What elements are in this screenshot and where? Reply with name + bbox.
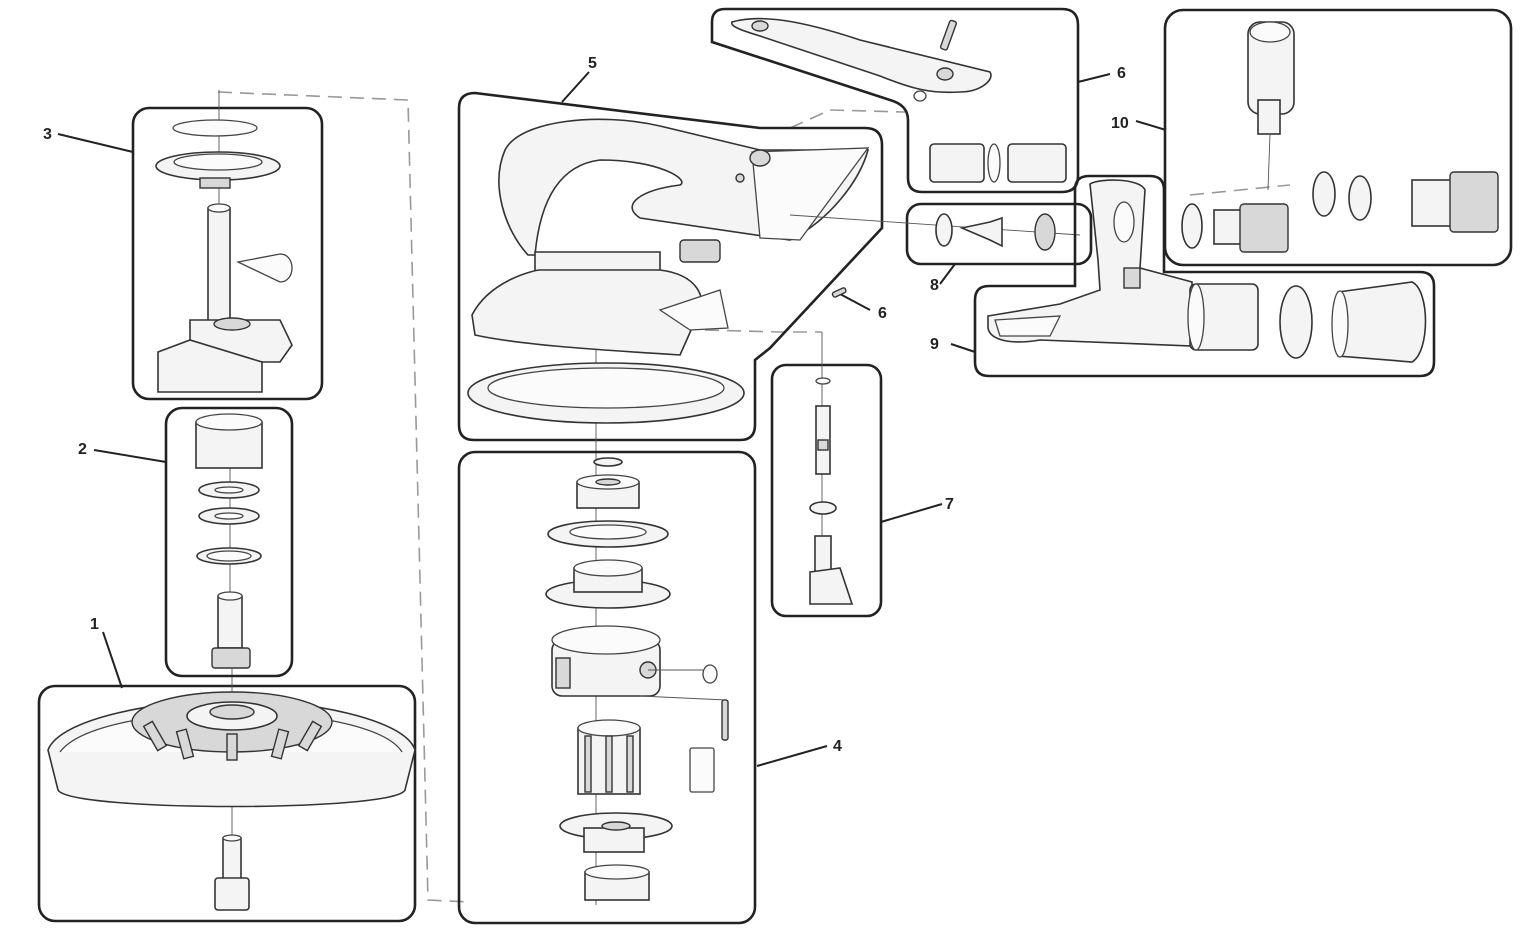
lever-pin-part xyxy=(939,19,958,51)
cylinder-part xyxy=(551,625,661,697)
counterweight-part xyxy=(157,317,293,393)
group-7-regulator-assembly xyxy=(770,332,883,618)
callout-7: 7 xyxy=(945,496,954,513)
o-ring-part xyxy=(172,119,258,137)
valve-spring-part xyxy=(1034,213,1056,251)
group-5-frame xyxy=(457,91,884,442)
group-5-housing xyxy=(457,91,884,905)
callout-5: 5 xyxy=(588,55,597,72)
group-7-frame xyxy=(770,363,883,618)
group-9-handle-assembly xyxy=(973,174,1436,378)
regulator-seal-part xyxy=(809,501,837,515)
swivel-part xyxy=(1247,21,1295,135)
group-2-frame xyxy=(164,406,294,678)
group-8-frame xyxy=(905,202,1093,266)
handle-body-part xyxy=(987,179,1193,347)
valve-pin-part xyxy=(831,287,847,298)
snap-ring-part xyxy=(593,457,623,467)
regulator-spindle-part xyxy=(815,405,831,475)
callout-6-lower: 6 xyxy=(878,305,887,322)
group-8-valve-assembly xyxy=(789,202,1093,266)
group-6-frame xyxy=(710,7,1080,194)
inlet-seal-2-part xyxy=(1348,175,1372,221)
group-10-frame xyxy=(1163,8,1513,267)
group-3-spindle-assembly xyxy=(131,90,324,401)
leader-lines xyxy=(57,71,1167,767)
rotor-part xyxy=(577,719,641,795)
callout-8: 8 xyxy=(930,277,939,294)
valve-seat-part xyxy=(935,213,953,247)
spindle-part xyxy=(211,591,251,669)
cylinder-o-ring-part xyxy=(702,664,718,684)
shaft-part xyxy=(207,203,293,324)
pad-screw-part xyxy=(214,834,250,911)
dowel-pin-part xyxy=(721,699,729,741)
group-4-frame xyxy=(457,450,757,925)
throttle-lever-part xyxy=(731,17,992,102)
bearing-sleeve-part xyxy=(195,413,263,469)
rear-end-plate-part xyxy=(559,812,673,853)
callout-2: 2 xyxy=(78,441,87,458)
valve-stem-part xyxy=(959,216,1003,248)
handle-grip-sleeve-part xyxy=(1187,283,1259,351)
callout-3: 3 xyxy=(43,126,52,143)
callout-6-top: 6 xyxy=(1117,65,1126,82)
inlet-seal-1-part xyxy=(1312,171,1336,217)
group-3-frame xyxy=(131,106,324,401)
callout-4: 4 xyxy=(833,738,842,755)
group-2-bearing-assembly xyxy=(164,406,294,678)
callout-1: 1 xyxy=(90,616,99,633)
front-bearing-part xyxy=(576,474,640,509)
group-4-motor-assembly xyxy=(457,450,757,925)
group-6-lever-assembly xyxy=(710,7,1080,194)
seal-ring-part xyxy=(155,151,281,189)
backing-pad-part xyxy=(47,691,416,808)
muffler-part xyxy=(929,143,1067,183)
regulator-o-ring-part xyxy=(815,377,831,385)
group-9-frame xyxy=(973,174,1436,378)
air-path-dashed-lines xyxy=(217,91,1291,903)
callout-9: 9 xyxy=(930,336,939,353)
callout-10: 10 xyxy=(1111,115,1129,132)
rotor-blade-part xyxy=(689,747,715,793)
regulator-knob-part xyxy=(809,535,854,605)
inlet-bushing-part xyxy=(1181,203,1289,253)
group-1-backing-pad xyxy=(37,662,417,923)
handle-o-ring-part xyxy=(1279,285,1313,359)
pad-shroud-part xyxy=(467,362,745,424)
rear-bearing-part xyxy=(584,864,650,901)
shim-part xyxy=(547,520,669,548)
callout-labels: 1 2 3 4 5 6 6 7 8 9 10 xyxy=(43,55,1129,755)
group-10-inlet-assembly xyxy=(1163,8,1513,267)
air-inlet-fitting-part xyxy=(1411,171,1499,233)
group-1-frame xyxy=(37,684,417,923)
front-end-plate-part xyxy=(545,559,671,609)
handle-end-cap-part xyxy=(1331,281,1427,363)
housing-body-part xyxy=(471,118,870,356)
